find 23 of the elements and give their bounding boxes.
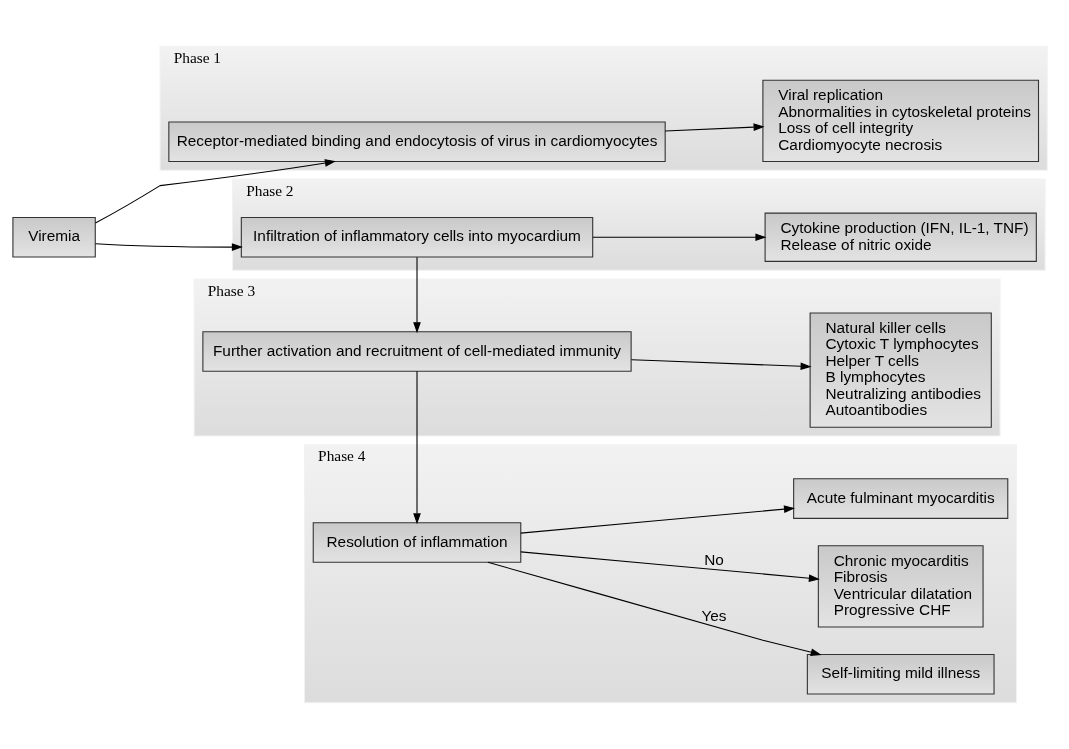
arrow (664, 123, 765, 132)
node-box: Self-limiting mild illness (806, 653, 995, 695)
node-box: Viral replication Abnormalities in cytoskeletal proteins Loss of cell integrity Cardiomyocyte necrosis (762, 79, 1040, 162)
arrow (520, 551, 820, 582)
arrow (413, 370, 421, 525)
node-box: Acute fulminant myocarditis (793, 478, 1009, 519)
arrow (520, 505, 795, 534)
arrow (487, 561, 822, 656)
node-box: Receptor-mediated binding and endocytosis of virus in cardiomyocytes (168, 121, 666, 162)
node-box: Infiltration of inflammatory cells into myocardium (240, 216, 594, 258)
arrow (630, 359, 812, 371)
arrow (592, 233, 767, 242)
node-box: Further activation and recruitment of cell-mediated immunity (202, 331, 632, 372)
arrow (94, 159, 336, 224)
edge-label: Yes (701, 606, 727, 624)
arrow (94, 243, 243, 251)
node-box: Viremia (12, 216, 96, 258)
node-box: Natural killer cells Cytoxic T lymphocytes Helper T cells B lymphocytes Neutralizing antibodies Autoantibodies (809, 312, 992, 428)
node-box: Cytokine production (IFN, IL-1, TNF) Release of nitric oxide (764, 212, 1037, 262)
edge-label: No (704, 550, 724, 568)
node-box: Chronic myocarditis Fibrosis Ventricular dilatation Progressive CHF (817, 545, 984, 628)
arrow (413, 256, 421, 334)
node-box: Resolution of inflammation (312, 522, 522, 563)
